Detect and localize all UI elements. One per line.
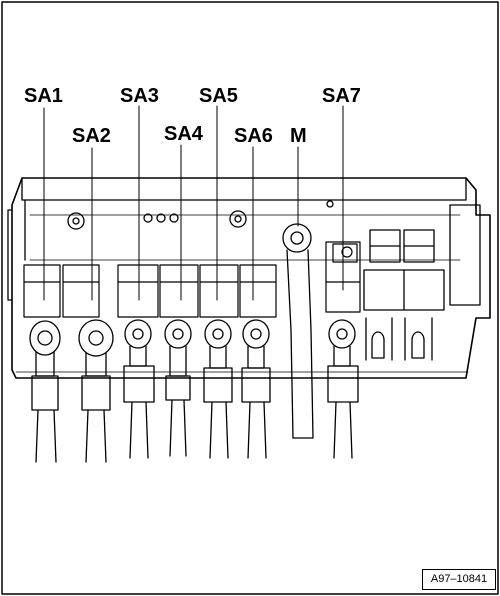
fuse-box-housing bbox=[7, 177, 491, 379]
right-fuse-slots bbox=[363, 229, 445, 361]
ground-strap bbox=[282, 223, 314, 439]
label-sa1: SA1 bbox=[24, 85, 63, 107]
label-sa6: SA6 bbox=[234, 125, 273, 147]
fuse-blocks bbox=[23, 241, 361, 318]
label-m: M bbox=[290, 125, 307, 147]
label-sa3: SA3 bbox=[120, 85, 159, 107]
figure-reference-code: A97–10841 bbox=[422, 569, 496, 590]
leader-lines bbox=[43, 105, 344, 301]
mounting-holes bbox=[67, 200, 334, 230]
label-sa5: SA5 bbox=[199, 85, 238, 107]
label-sa4: SA4 bbox=[164, 123, 203, 145]
label-sa2: SA2 bbox=[72, 125, 111, 147]
label-sa7: SA7 bbox=[322, 85, 361, 107]
terminals-and-cables bbox=[29, 319, 359, 463]
